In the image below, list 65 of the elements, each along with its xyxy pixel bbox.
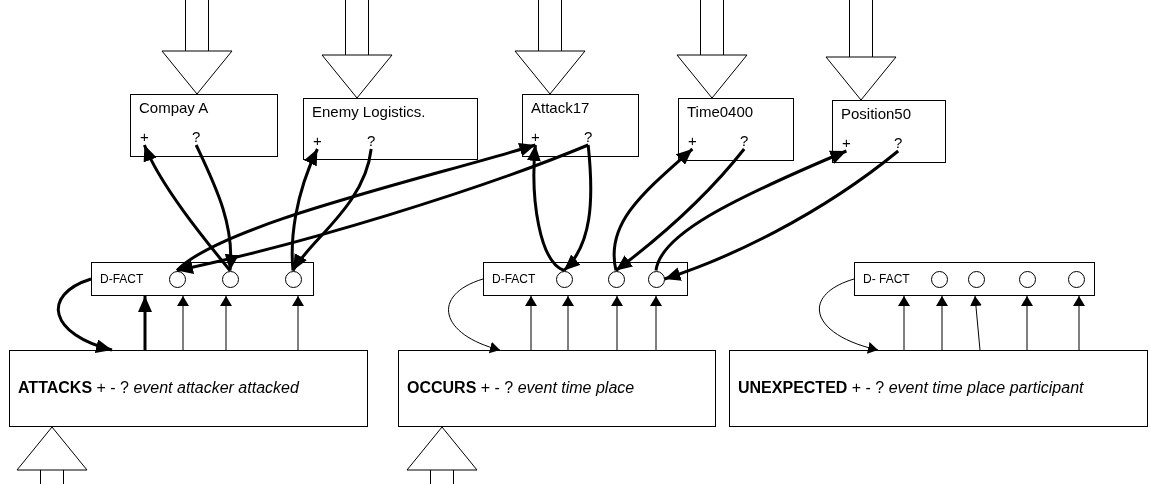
block-arrow (16, 426, 88, 484)
arrow (664, 149, 900, 281)
entity-label: Time0400 (687, 103, 754, 120)
block-arrow (406, 426, 478, 484)
predicate-text: UNEXPECTED + - ? event time place participant (738, 379, 1084, 397)
predicate-text: OCCURS + - ? event time place (407, 379, 635, 397)
plus-mark: + (688, 132, 697, 149)
arrow (448, 278, 501, 353)
arrow (612, 147, 694, 271)
arrow (194, 144, 239, 271)
plus-mark: + (140, 128, 149, 145)
predicate-box (729, 350, 1148, 427)
block-arrow (825, 0, 897, 101)
arrow (611, 295, 623, 351)
entity-box (832, 100, 946, 163)
arrow (1073, 295, 1085, 351)
query-mark: ? (367, 132, 376, 149)
arrow (562, 295, 574, 351)
arrow (562, 144, 593, 272)
entity-label: Compay A (139, 99, 209, 116)
plus-mark: + (313, 132, 322, 149)
block-arrow (514, 0, 586, 95)
arrow (1021, 295, 1033, 351)
arrow (615, 148, 746, 272)
entity-label: Attack17 (531, 99, 590, 116)
plus-mark: + (842, 134, 851, 151)
arrow (291, 148, 373, 272)
arrow (969, 295, 982, 351)
block-arrow (676, 0, 748, 99)
plus-mark: + (531, 128, 540, 145)
arrow (654, 149, 847, 271)
arrow (936, 295, 948, 351)
entity-label: Enemy Logistics. (312, 103, 426, 120)
block-arrow (161, 0, 233, 95)
entity-box (130, 94, 278, 157)
query-mark: ? (740, 132, 749, 149)
predicate-box (9, 350, 368, 427)
arrow (898, 295, 910, 351)
predicate-box (398, 350, 716, 427)
arrow (292, 295, 304, 351)
arrow (818, 278, 879, 354)
query-mark: ? (894, 134, 903, 151)
query-mark: ? (584, 128, 593, 145)
fact-box (91, 262, 314, 296)
entity-box (678, 98, 794, 161)
arrow (138, 296, 152, 350)
fact-label: D-FACT (492, 272, 536, 286)
block-arrow (321, 0, 393, 99)
arrow (525, 295, 537, 351)
arrow (143, 144, 232, 272)
arrow (177, 295, 189, 351)
fact-label: D-FACT (100, 272, 144, 286)
entity-box (303, 98, 478, 160)
entity-box (522, 94, 639, 157)
arrow (650, 295, 662, 351)
predicate-text: ATTACKS + - ? event attacker attacked (18, 379, 299, 397)
arrow (220, 295, 232, 351)
entity-label: Position50 (841, 105, 912, 122)
query-mark: ? (192, 128, 201, 145)
fact-box (854, 262, 1095, 296)
fact-label: D- FACT (863, 272, 910, 286)
arrow (57, 277, 113, 353)
arrow (527, 144, 565, 272)
arrow (290, 148, 319, 271)
fact-box (483, 262, 688, 296)
